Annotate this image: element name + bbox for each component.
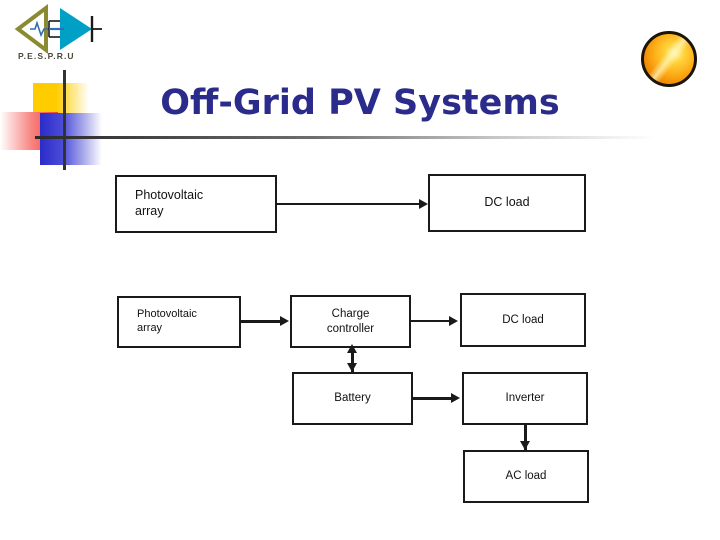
edge-inverter-to-acload — [524, 425, 527, 450]
node-label: DC load — [502, 313, 544, 326]
arrowhead-inverter-to-acload — [520, 441, 530, 450]
logo-mark-icon — [14, 4, 102, 54]
node-dc-load-2: DC load — [460, 293, 586, 347]
edge-pv2-to-charge-controller — [241, 320, 282, 323]
right-triangle-icon — [60, 8, 92, 50]
node-label: DC load — [484, 195, 530, 210]
sun-icon — [641, 31, 697, 87]
node-label: Inverter — [505, 392, 545, 405]
deco-horizontal-rule — [35, 136, 655, 139]
arrowhead-battery-to-inverter — [451, 393, 460, 403]
pespru-logo: P.E.S.P.R.U — [8, 4, 108, 74]
sun-highlight-icon — [644, 34, 694, 84]
arrowhead-charge-controller-to-battery — [347, 363, 357, 372]
deco-blue-block — [40, 113, 102, 165]
edge-charge-controller-to-dcload2 — [411, 320, 451, 322]
arrowhead-pv1-to-dcload1 — [419, 199, 428, 209]
node-label: Battery — [334, 392, 371, 405]
decorative-blocks — [0, 70, 230, 170]
logo-caption: P.E.S.P.R.U — [18, 51, 75, 61]
waveform-icon — [30, 20, 49, 38]
arrowhead-charge-controller-to-dcload2 — [449, 316, 458, 326]
arrowhead-pv2-to-charge-controller — [280, 316, 289, 326]
deco-vertical-rule — [63, 70, 66, 170]
node-label: AC load — [505, 470, 547, 483]
node-battery: Battery — [292, 372, 413, 425]
page-title: Off-Grid PV Systems — [160, 83, 560, 123]
edge-pv1-to-dcload1 — [277, 203, 421, 205]
edge-battery-to-inverter — [413, 397, 453, 400]
node-dc-load-1: DC load — [428, 174, 586, 232]
node-inverter: Inverter — [462, 372, 588, 425]
arrowhead-battery-to-charge-controller — [347, 344, 357, 353]
edge-battery-to-charge-controller — [351, 348, 354, 374]
node-ac-load: AC load — [463, 450, 589, 503]
